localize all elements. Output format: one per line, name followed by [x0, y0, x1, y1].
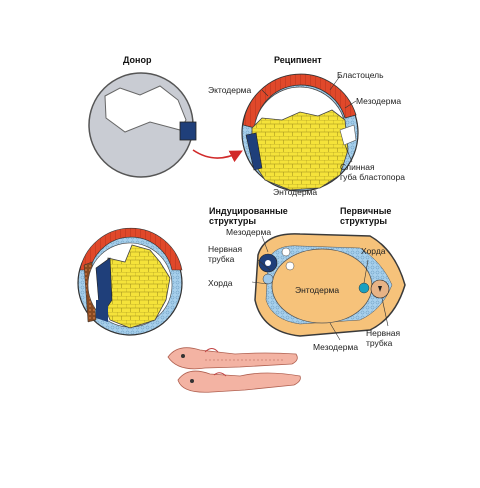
recipient-embryo [241, 73, 359, 192]
label-mesoderm-induced: Мезодерма [226, 227, 272, 237]
label-neural-tube-primary: Нервная трубка [366, 328, 401, 348]
heading-primary: Первичные структуры [340, 206, 392, 226]
label-mesoderm-top: Мезодерма [356, 96, 402, 106]
heading-induced: Индуцированные структуры [209, 206, 288, 226]
label-endoderm-center: Энтодерма [295, 285, 340, 295]
recipient-endoderm [251, 109, 349, 191]
label-blastocoel: Бластоцель [337, 70, 384, 80]
label-neural-tube-induced: Нервная трубка [208, 244, 243, 264]
label-chorda-induced: Хорда [208, 278, 233, 288]
twin-tadpoles [167, 347, 301, 393]
label-chorda-primary: Хорда [361, 246, 386, 256]
transplant-arrow [192, 149, 243, 163]
label-mesoderm-bottom: Мезодерма [313, 342, 359, 352]
label-ectoderm: Эктодерма [208, 85, 252, 95]
donor-embryo [88, 72, 197, 178]
label-endoderm-top: Энтодерма [273, 187, 318, 197]
label-blastopore-lip: Слинная губа бластопора [340, 162, 405, 182]
cross-section [251, 233, 406, 341]
recipient-ectoderm [242, 73, 357, 129]
recipient-lip-graft [245, 132, 263, 171]
heading-recipient: Реципиент [274, 55, 322, 65]
donor-lip-graft [179, 121, 197, 141]
section-embryo [77, 227, 183, 336]
heading-donor: Донор [123, 55, 152, 65]
